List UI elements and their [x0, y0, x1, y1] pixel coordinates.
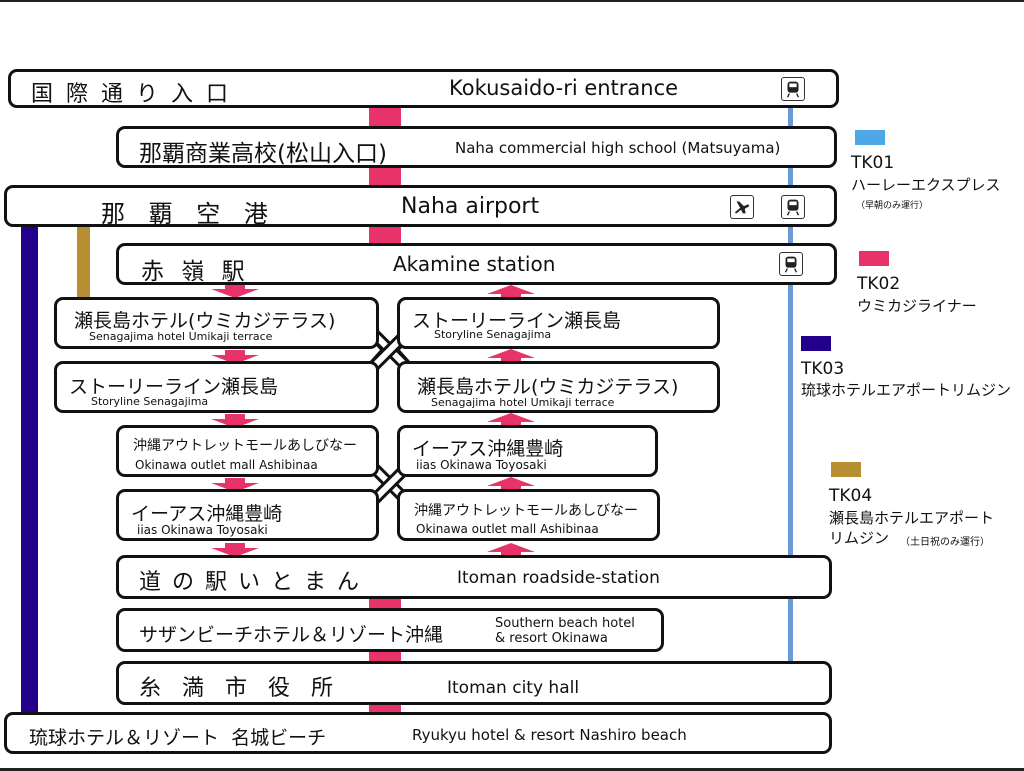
stop-name-en: Itoman roadside-station [457, 568, 660, 588]
stop-naha-airport[interactable]: 那 覇 空 港 Naha airport [4, 185, 837, 228]
stop-name-en-line1: Southern beach hotel [495, 616, 635, 631]
up-arrow-icon [487, 413, 535, 422]
tk02-line-top [369, 100, 401, 250]
down-arrow-icon [211, 419, 259, 428]
stop-senagajima-hotel-southbound[interactable]: 瀬長島ホテル(ウミカジテラス) Senagajima hotel Umikaji… [54, 297, 379, 349]
stop-name-en: Naha commercial high school (Matsuyama) [455, 139, 781, 157]
stop-name-jp: 那覇商業高校(松山入口) [139, 141, 387, 167]
stop-name-en: Okinawa outlet mall Ashibinaa [135, 458, 318, 472]
legend-swatch-tk02 [859, 251, 889, 266]
stop-name-en: Storyline Senagajima [434, 328, 552, 341]
legend-name: 琉球ホテルエアポートリムジン [801, 381, 1012, 399]
arrow-stem [501, 485, 521, 490]
stop-kokusaidori[interactable]: 国 際 通 り 入 口 Kokusaido-ri entrance [8, 69, 839, 108]
arrow-stem [225, 350, 245, 356]
down-arrow-icon [211, 289, 259, 298]
stop-name-jp: 道 の 駅 い と ま ん [139, 570, 361, 595]
legend-note: （土日祝のみ運行） [900, 537, 990, 548]
stop-iias-northbound[interactable]: イーアス沖縄豊崎 iias Okinawa Toyosaki [397, 425, 658, 477]
stop-southern-beach[interactable]: サザンビーチホテル＆リゾート沖縄 Southern beach hotel & … [116, 608, 664, 652]
stop-itoman-city-hall[interactable]: 糸 満 市 役 所 Itoman city hall [116, 661, 832, 705]
arrow-stem [501, 551, 521, 556]
legend-swatch-tk01 [855, 130, 885, 145]
up-arrow-icon [487, 285, 535, 294]
stop-name-jp: イーアス沖縄豊崎 [131, 503, 283, 525]
stop-iias-southbound[interactable]: イーアス沖縄豊崎 iias Okinawa Toyosaki [116, 489, 379, 541]
stop-name-jp: ストーリーライン瀬長島 [412, 310, 622, 332]
stop-outlet-southbound[interactable]: 沖縄アウトレットモールあしびなー Okinawa outlet mall Ash… [116, 425, 379, 477]
arrow-stem [501, 357, 521, 363]
legend-note: （早朝のみ運行） [856, 201, 929, 211]
stop-name-jp: 沖縄アウトレットモールあしびなー [414, 503, 638, 519]
legend-code: TK02 [857, 274, 901, 294]
train-icon [781, 77, 805, 101]
tk04-line [77, 222, 90, 300]
train-icon [781, 195, 805, 219]
stop-name-jp: 瀬長島ホテル(ウミカジテラス) [417, 376, 679, 398]
legend-swatch-tk03 [801, 336, 831, 351]
tk03-line [21, 222, 38, 718]
legend-swatch-tk04 [831, 462, 861, 477]
stop-naha-commercial[interactable]: 那覇商業高校(松山入口) Naha commercial high school… [116, 126, 837, 168]
stop-name-en: iias Okinawa Toyosaki [137, 523, 268, 537]
stop-senagajima-hotel-northbound[interactable]: 瀬長島ホテル(ウミカジテラス) Senagajima hotel Umikaji… [397, 361, 720, 413]
bottom-border [0, 768, 1024, 771]
stop-name-en: Kokusaido-ri entrance [449, 76, 679, 100]
stop-name-jp: 琉球ホテル＆リゾート 名城ビーチ [29, 727, 327, 749]
stop-name-en: Okinawa outlet mall Ashibinaa [416, 522, 599, 536]
arrow-stem [225, 284, 245, 290]
stop-name-jp: イーアス沖縄豊崎 [412, 438, 564, 460]
arrow-stem [225, 414, 245, 420]
stop-michinoeki-itoman[interactable]: 道 の 駅 い と ま ん Itoman roadside-station [116, 555, 832, 599]
legend-name: 瀬長島ホテルエアポート [829, 509, 995, 527]
stop-name-en: Ryukyu hotel & resort Nashiro beach [412, 726, 687, 744]
up-arrow-icon [487, 543, 535, 552]
stop-name-en: Itoman city hall [447, 678, 580, 698]
stop-ryukyu-hotel[interactable]: 琉球ホテル＆リゾート 名城ビーチ Ryukyu hotel & resort N… [4, 712, 832, 754]
legend-name: ウミカジライナー [857, 297, 977, 315]
stop-name-jp: サザンビーチホテル＆リゾート沖縄 [139, 624, 444, 646]
up-arrow-icon [487, 349, 535, 358]
stop-name-jp: 国 際 通 り 入 口 [31, 82, 231, 107]
airplane-icon [730, 195, 754, 219]
top-border [0, 0, 1024, 2]
stop-name-en: Akamine station [393, 252, 556, 276]
down-arrow-icon [211, 355, 259, 364]
legend-code: TK04 [829, 486, 873, 506]
legend-name: ハーレーエクスプレス [851, 176, 1001, 194]
stop-name-jp: 沖縄アウトレットモールあしびなー [133, 438, 357, 454]
stop-name-en: iias Okinawa Toyosaki [416, 458, 547, 472]
stop-name-jp: 瀬長島ホテル(ウミカジテラス) [74, 310, 336, 332]
legend-name-line2: リムジン [829, 529, 890, 547]
up-arrow-icon [487, 477, 535, 486]
legend-code: TK03 [801, 359, 845, 379]
stop-name-en: Naha airport [401, 194, 540, 219]
down-arrow-icon [211, 483, 259, 492]
arrow-stem [225, 478, 245, 484]
stop-outlet-northbound[interactable]: 沖縄アウトレットモールあしびなー Okinawa outlet mall Ash… [397, 489, 660, 541]
stop-name-en-line2: & resort Okinawa [495, 631, 608, 646]
stop-storyline-northbound[interactable]: ストーリーライン瀬長島 Storyline Senagajima [397, 297, 720, 349]
legend-code: TK01 [851, 153, 895, 173]
train-icon [779, 252, 803, 276]
arrow-stem [225, 543, 245, 549]
stop-name-jp: 赤 嶺 駅 [141, 259, 250, 285]
down-arrow-icon [211, 548, 259, 557]
arrow-stem [501, 293, 521, 298]
stop-name-en: Senagajima hotel Umikaji terrace [89, 330, 273, 343]
stop-name-en: Storyline Senagajima [91, 395, 209, 408]
stop-akamine[interactable]: 赤 嶺 駅 Akamine station [116, 243, 837, 285]
tk01-line [788, 100, 793, 662]
stop-name-en: Senagajima hotel Umikaji terrace [431, 396, 615, 409]
arrow-stem [501, 421, 521, 427]
stop-storyline-southbound[interactable]: ストーリーライン瀬長島 Storyline Senagajima [54, 361, 379, 413]
stop-name-jp: ストーリーライン瀬長島 [69, 376, 279, 398]
stop-name-jp: 那 覇 空 港 [101, 200, 276, 228]
stop-name-jp: 糸 満 市 役 所 [139, 676, 340, 701]
